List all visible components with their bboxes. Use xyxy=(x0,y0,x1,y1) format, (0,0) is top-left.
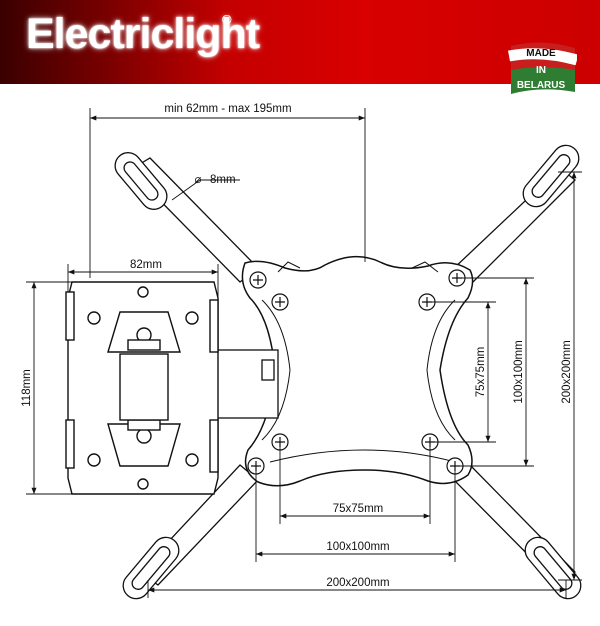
vesa-mid-horizontal-label: 100x100mm xyxy=(326,541,389,553)
wall-plate-width-label: 82mm xyxy=(130,259,162,271)
vesa-large-vertical-label: 200x200mm xyxy=(561,340,573,403)
arm-bottom-left xyxy=(122,464,259,600)
vesa-small-horizontal-label: 75x75mm xyxy=(333,503,384,515)
screw-icon xyxy=(249,271,267,289)
wall-plate-height-label: 118mm xyxy=(21,369,33,407)
registered-mark: ® xyxy=(222,12,232,27)
arm-extension-label: min 62mm - max 195mm xyxy=(164,103,291,115)
vesa-mid-vertical-label: 100x100mm xyxy=(513,340,525,403)
dimension-lines xyxy=(26,108,582,598)
vesa-large-horizontal-label: 200x200mm xyxy=(326,577,389,589)
hole-diameter-label: 8mm xyxy=(210,174,236,186)
vesa-arms xyxy=(114,144,582,600)
diameter-symbol: ⌀ xyxy=(195,174,202,186)
brand-header: Electriclight ® xyxy=(0,0,600,84)
vesa-small-vertical-label: 75x75mm xyxy=(475,347,487,398)
brand-logo: Electriclight xyxy=(26,10,260,58)
screw-icon xyxy=(271,293,289,311)
made-in-belarus-badge: MADE IN BELARUS xyxy=(505,38,579,100)
badge-line-3: BELARUS xyxy=(516,80,566,91)
badge-line-2: IN xyxy=(536,65,546,76)
arm-top-left xyxy=(114,152,259,283)
arm-top-right xyxy=(451,144,580,286)
vesa-plate xyxy=(241,256,474,487)
arm-bottom-right xyxy=(451,464,582,600)
badge-flag-icon xyxy=(507,42,579,94)
badge-line-1: MADE xyxy=(526,48,556,59)
wall-plate xyxy=(65,281,219,495)
